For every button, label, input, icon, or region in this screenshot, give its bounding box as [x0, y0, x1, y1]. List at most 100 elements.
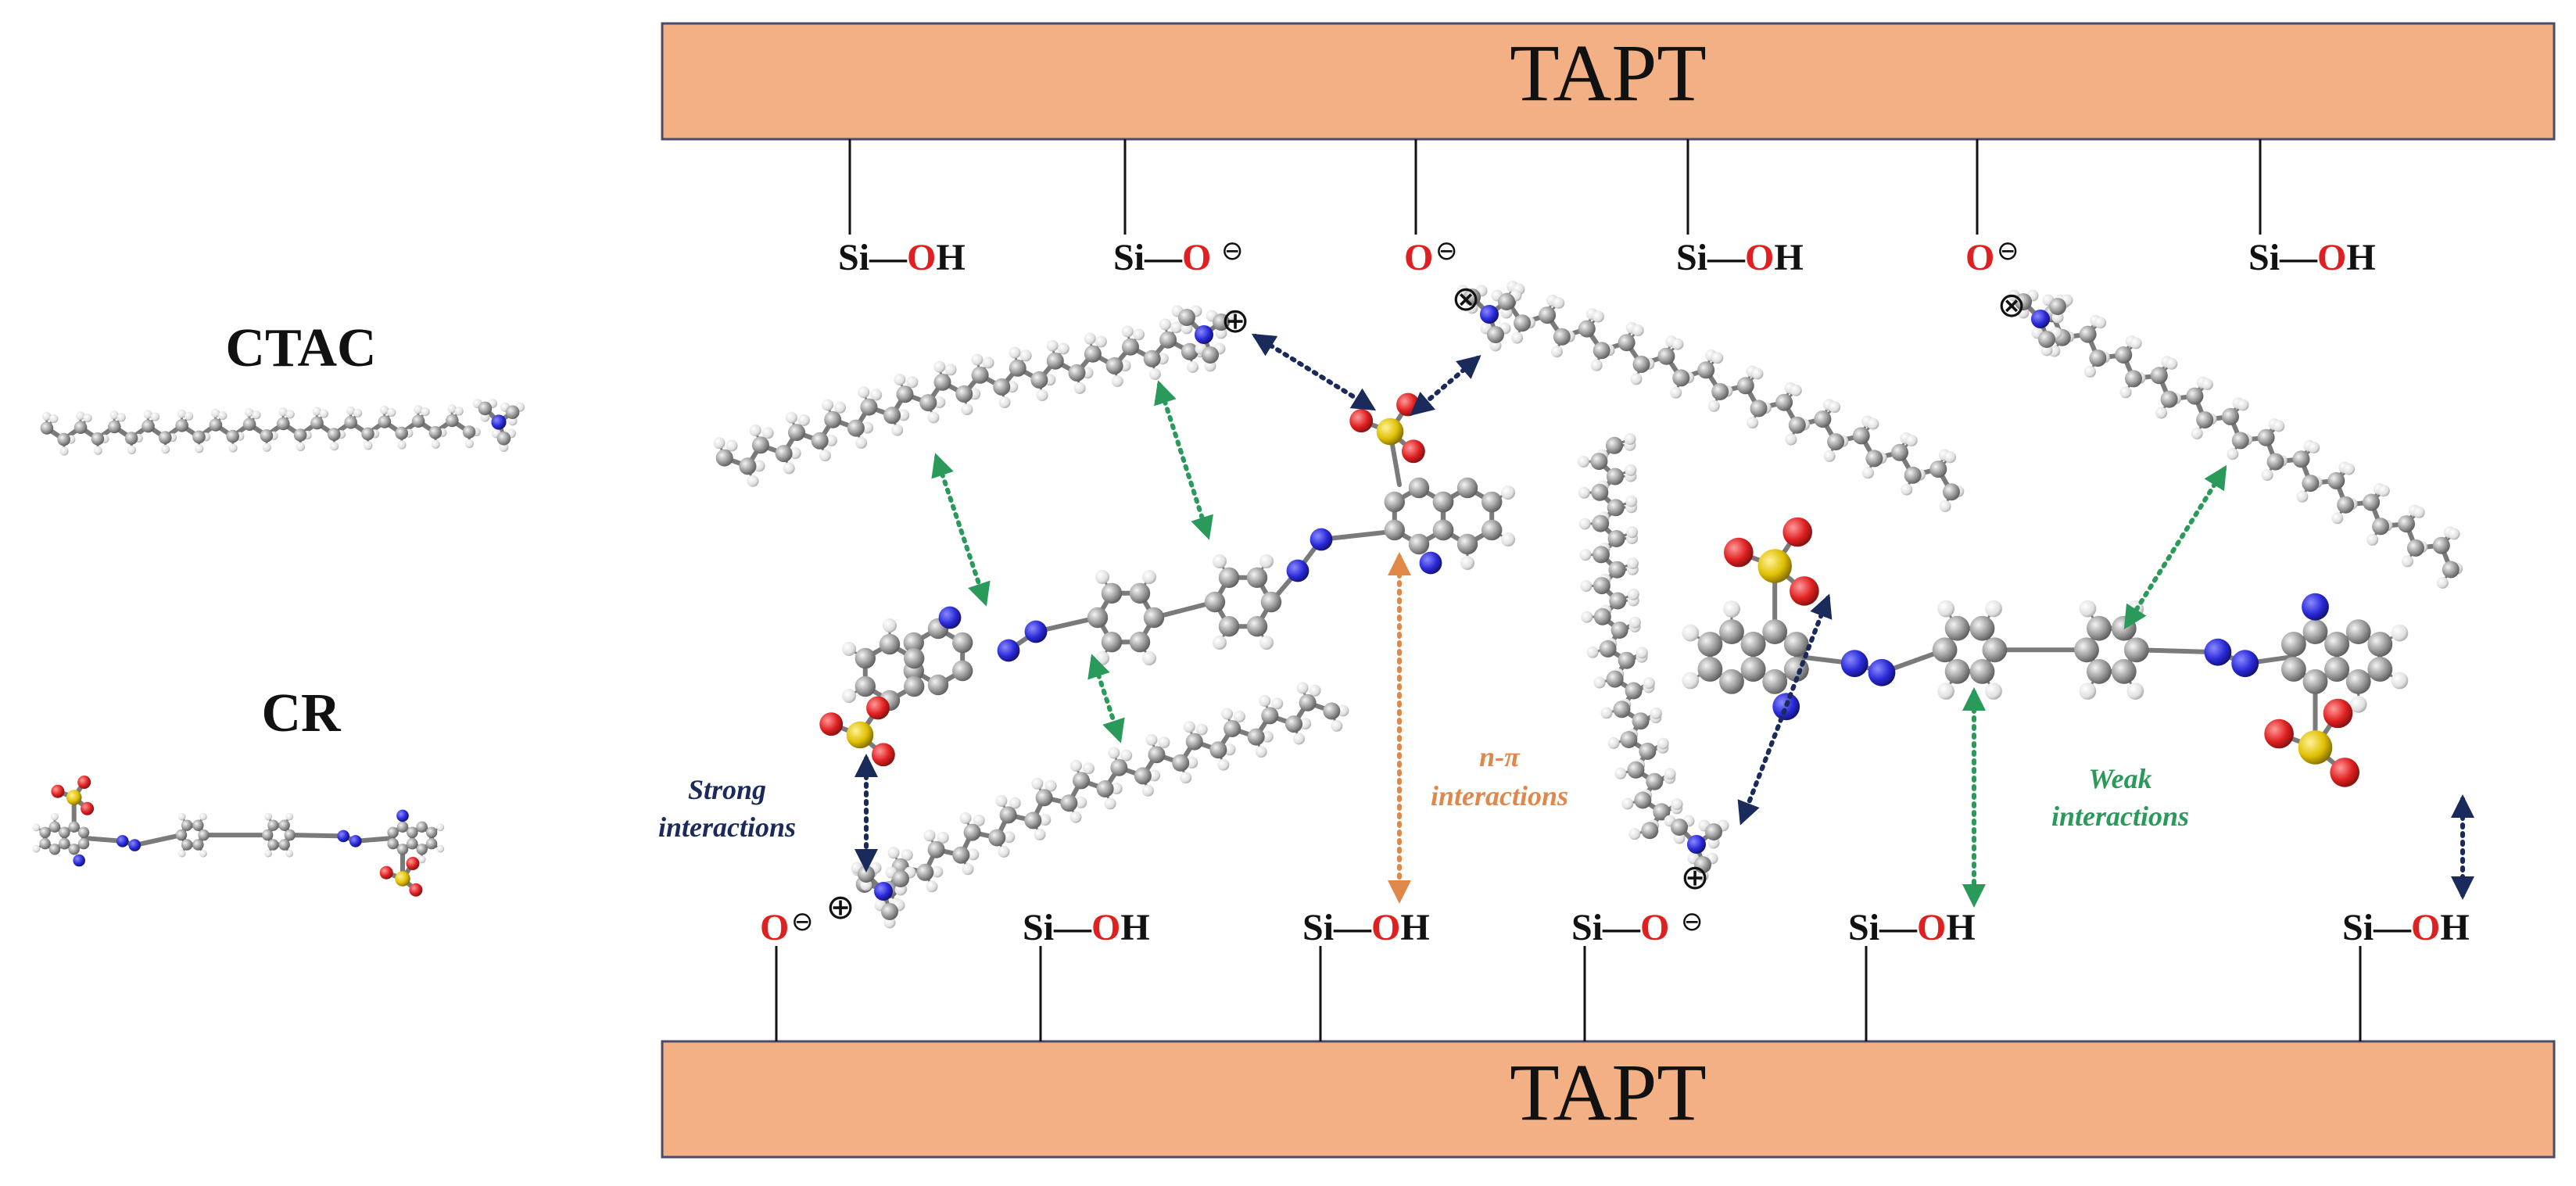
hydrogen-atom — [1985, 600, 2002, 618]
hydrogen-atom — [1867, 417, 1879, 430]
carbon-atom — [2111, 659, 2137, 684]
hydrogen-atom — [937, 832, 949, 844]
hydrogen-atom — [1104, 797, 1116, 810]
oxygen-atom — [2323, 698, 2353, 729]
hydrogen-atom — [2401, 555, 2413, 568]
top-group-2: Si—O ⊖ — [1113, 235, 1244, 278]
hydrogen-atom — [1593, 676, 1606, 689]
carbon-atom — [1384, 491, 1406, 513]
hydrogen-atom — [1581, 611, 1593, 623]
hydrogen-atom — [822, 399, 834, 411]
carbon-atom — [310, 416, 324, 430]
carbon-atom — [425, 826, 438, 839]
hydrogen-atom — [285, 410, 295, 419]
carbon-atom — [496, 432, 511, 446]
carbon-atom — [411, 414, 425, 428]
carbon-atom — [2186, 387, 2204, 405]
svg-text:Si—O: Si—O — [1113, 237, 1211, 278]
bottom-group-6: Si—OH — [2342, 907, 2470, 948]
carbon-atom — [2015, 293, 2032, 310]
hydrogen-atom — [1039, 814, 1052, 826]
carbon-atom — [387, 838, 399, 850]
hydrogen-atom — [1003, 831, 1016, 844]
carbon-atom — [1719, 619, 1744, 644]
carbon-atom — [1024, 812, 1042, 829]
hydrogen-atom — [228, 443, 238, 453]
svg-text:⊖: ⊖ — [791, 906, 814, 937]
carbon-atom — [2087, 659, 2112, 684]
svg-text:Si—OH: Si—OH — [1302, 907, 1430, 948]
hydrogen-atom — [1110, 783, 1123, 795]
carbon-atom — [1639, 742, 1657, 760]
hydrogen-atom — [285, 812, 294, 821]
nitrogen-atom — [1309, 528, 1333, 551]
oxygen-atom — [1782, 517, 1812, 547]
hydrogen-atom — [1578, 486, 1590, 499]
nitrogen-head-atom — [1687, 835, 1706, 854]
svg-text:⊖: ⊖ — [1681, 906, 1704, 937]
oxygen-atom — [77, 776, 91, 789]
hydrogen-atom — [1937, 683, 1955, 700]
carbon-atom — [1202, 346, 1219, 364]
hydrogen-atom — [1309, 684, 1321, 697]
carbon-atom — [1129, 582, 1151, 604]
hydrogen-atom — [2377, 485, 2390, 497]
carbon-atom — [751, 436, 769, 454]
carbon-atom — [416, 821, 428, 833]
hydrogen-atom — [1636, 647, 1648, 659]
hydrogen-atom — [1187, 361, 1198, 373]
carbon-atom — [77, 838, 90, 850]
carbon-atom — [91, 432, 105, 446]
hydrogen-atom — [330, 442, 339, 451]
carbon-atom — [1134, 767, 1152, 785]
carbon-atom — [2367, 632, 2393, 657]
tapt-slab-top-label: TAPT — [1510, 28, 1707, 118]
hydrogen-atom — [998, 396, 1011, 409]
hydrogen-atom — [1057, 342, 1069, 355]
svg-text:interactions: interactions — [1431, 780, 1568, 812]
hydrogen-atom — [2237, 399, 2249, 411]
carbon-atom — [1593, 577, 1610, 595]
hydrogen-atom — [2261, 469, 2273, 482]
hydrogen-atom — [789, 447, 801, 460]
hydrogen-atom — [109, 410, 119, 420]
carbon-atom — [1498, 293, 1515, 310]
bond — [287, 833, 346, 839]
carbon-atom — [739, 457, 757, 475]
carbon-atom — [1432, 491, 1454, 513]
hydrogen-atom — [1643, 677, 1655, 690]
carbon-atom — [1607, 499, 1625, 517]
hydrogen-atom — [1626, 526, 1639, 539]
carbon-atom — [1762, 619, 1788, 644]
carbon-atom — [1035, 789, 1053, 807]
hydrogen-atom — [1711, 352, 1724, 364]
carbon-atom — [1129, 632, 1151, 653]
hydrogen-atom — [1627, 557, 1639, 570]
oxygen-atom — [1790, 576, 1819, 606]
carbon-atom — [1657, 347, 1675, 365]
hydrogen-atom — [1095, 570, 1109, 584]
hydrogen-atom — [887, 847, 900, 859]
hydrogen-atom — [2130, 337, 2142, 349]
hydrogen-atom — [1823, 450, 1836, 462]
carbon-atom — [2231, 432, 2249, 450]
oxygen-atom — [2264, 718, 2294, 749]
hydrogen-atom — [1337, 704, 1349, 717]
hydrogen-atom — [1142, 570, 1156, 584]
hydrogen-atom — [218, 410, 228, 421]
carbon-atom — [1607, 530, 1625, 547]
carbon-atom — [198, 829, 210, 841]
carbon-atom — [396, 844, 409, 855]
hydrogen-atom — [319, 409, 328, 418]
hydrogen-atom — [252, 410, 261, 420]
hydrogen-atom — [2273, 420, 2285, 432]
carbon-atom — [1852, 427, 1870, 445]
hydrogen-atom — [1213, 554, 1227, 568]
carbon-atom — [952, 660, 973, 682]
carbon-atom — [1009, 359, 1026, 377]
hydrogen-atom — [1578, 518, 1591, 530]
bond — [353, 836, 396, 844]
carbon-atom — [1606, 468, 1624, 486]
hydrogen-atom — [1682, 624, 1700, 642]
hydrogen-atom — [262, 443, 271, 452]
